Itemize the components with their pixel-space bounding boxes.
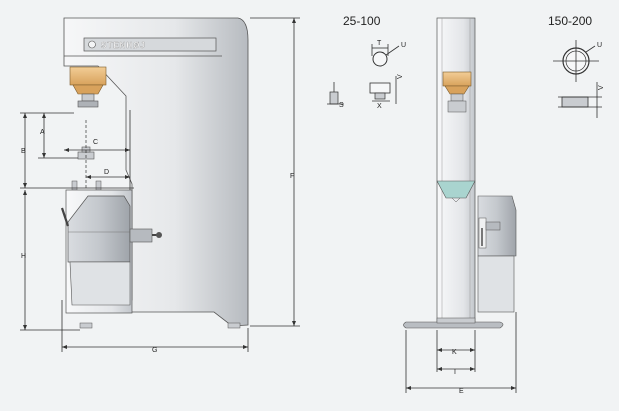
front-column	[436, 17, 476, 327]
round-punch-small	[372, 51, 388, 67]
dim-A-label: A	[40, 129, 45, 136]
dim-G-label: G	[152, 347, 157, 354]
dim-T-label: T	[377, 40, 382, 47]
front-die	[436, 180, 476, 199]
front-base-rail	[403, 321, 504, 329]
profile-S	[329, 91, 339, 105]
ram-tool-holder	[69, 66, 107, 86]
size-range-small: 25-100	[343, 14, 381, 28]
dim-H-label: H	[21, 253, 26, 260]
brand-plate	[83, 37, 217, 52]
dim-D-label: D	[104, 169, 109, 176]
dim-B-label: B	[21, 148, 26, 155]
dim-X-label: X	[377, 103, 382, 110]
detail-25-100: 25-100 T U S X V	[327, 14, 406, 110]
front-view: K I E	[403, 17, 517, 395]
dim-K-label: K	[452, 349, 457, 356]
detail-150-200: 150-200 U V	[548, 14, 605, 118]
dim-V-label-large: V	[598, 85, 605, 90]
dim-C-label: C	[93, 139, 98, 146]
press-frame	[63, 17, 249, 327]
side-view: STENHØJ A B	[20, 17, 300, 354]
dim-E-label: E	[459, 388, 464, 395]
dim-U-label-large: U	[597, 42, 602, 49]
size-range-large: 150-200	[548, 14, 592, 28]
dim-I-label: I	[454, 369, 456, 376]
lever-handle	[129, 228, 153, 243]
dim-S-label: S	[339, 102, 344, 109]
brand-plate-text: STENHØJ	[101, 41, 146, 50]
profile-large	[561, 96, 589, 108]
profile-X	[369, 82, 391, 94]
dim-V-label-small: V	[397, 74, 404, 79]
dim-F-label: F	[290, 173, 294, 180]
dim-U-label-small: U	[401, 42, 406, 49]
